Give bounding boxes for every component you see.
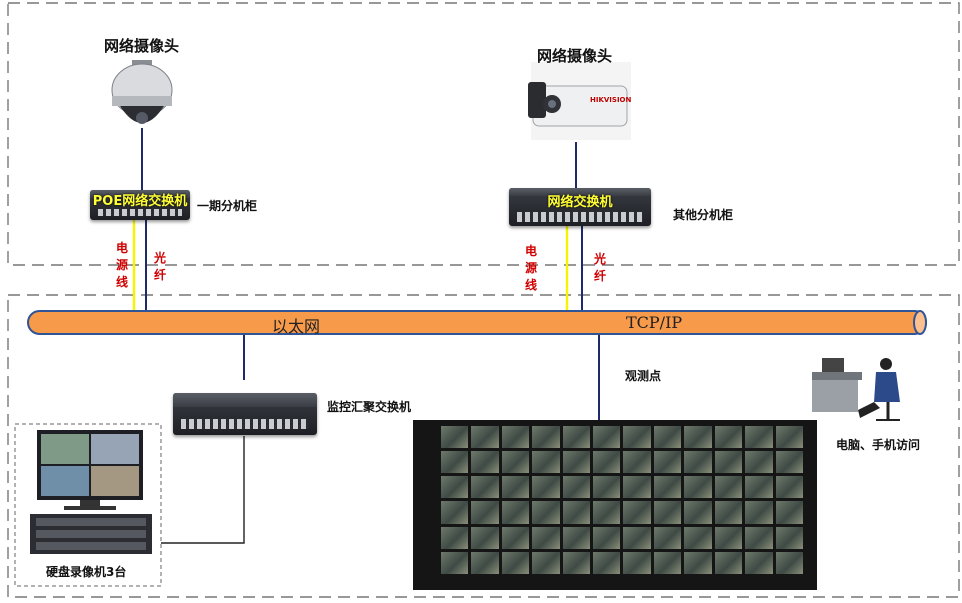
other-cabinet-label: 其他分机柜 [673,208,734,222]
core-switch [173,393,317,435]
dome-camera-icon [111,60,173,124]
tcpip-label: TCP/IP [626,313,683,332]
bullet-camera-label: 网络摄像头 [537,47,613,65]
ethernet-label: 以太网 [272,317,321,336]
network-switch-title: 网络交换机 [547,195,613,210]
power-cable-left-label: 电源线 [115,241,128,289]
observation-label: 观测点 [625,369,662,383]
nvr-frame [14,423,162,587]
nvr-label: 硬盘录像机3台 [46,565,127,579]
fiber-cable-right-label: 光纤 [593,252,606,283]
ethernet-bus [27,310,927,335]
monitor-wall [413,420,817,590]
dome-camera-label: 网络摄像头 [104,37,180,55]
camera-zone-frame [7,2,960,266]
ethernet-bus-end [913,310,927,335]
core-switch-label: 监控汇聚交换机 [327,400,412,414]
bullet-camera-brand: HIKVISION [590,96,632,104]
monitor-wall-grid [441,426,803,574]
fiber-cable-left-label: 光纤 [153,251,166,282]
person-at-desk-icon [812,358,900,421]
nvr-cable [161,436,245,544]
nvr-recorder-icon [30,514,152,554]
network-zone-frame [7,294,960,598]
nvr-monitor-icon [37,430,143,510]
poe-cabinet-label: 一期分机柜 [197,199,258,213]
bullet-camera-icon [528,62,631,140]
poe-switch-title: POE网络交换机 [92,194,188,209]
network-switch: 网络交换机 [509,188,651,226]
power-cable-right-label: 电源线 [524,244,537,292]
poe-switch: POE网络交换机 [90,190,190,220]
access-label: 电脑、手机访问 [836,438,921,452]
